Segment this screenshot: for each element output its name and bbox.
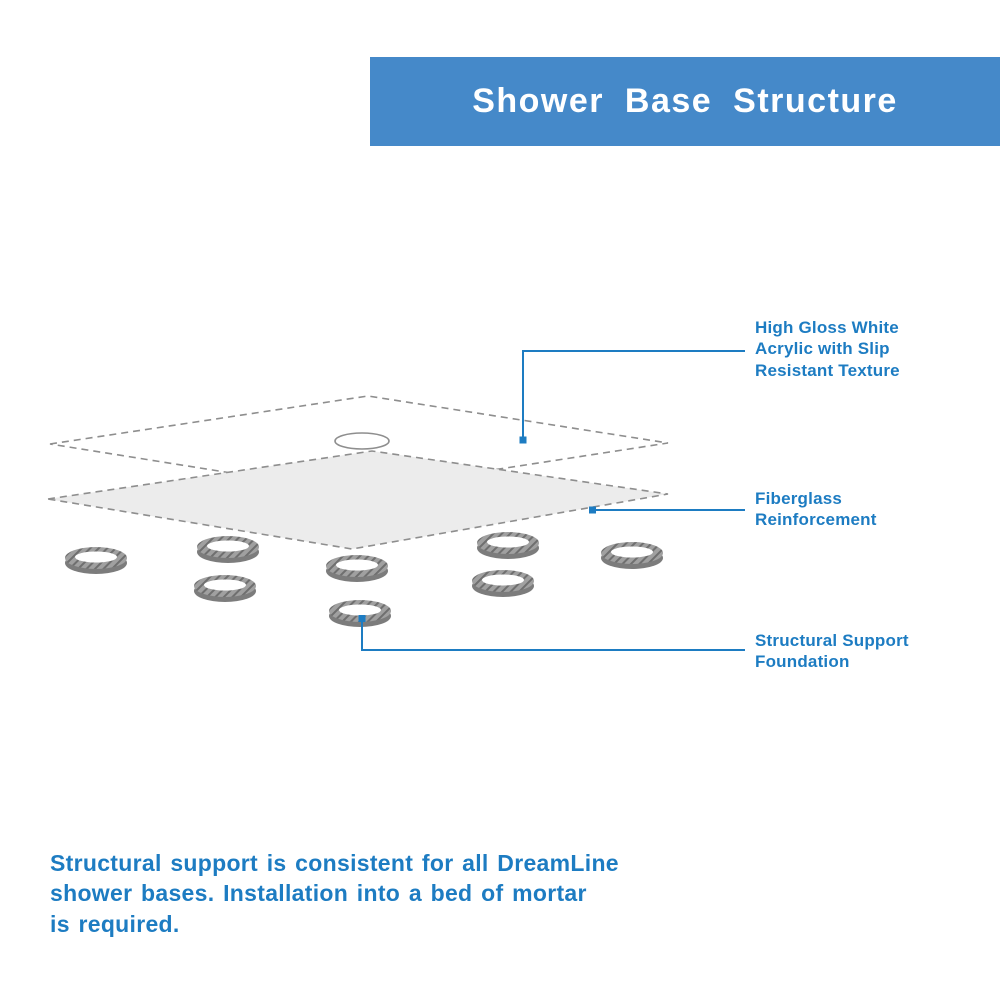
support-leader-line <box>361 621 745 651</box>
support-leader-dot <box>358 615 366 622</box>
support-ring <box>65 547 127 574</box>
fiberglass-layer <box>47 450 669 550</box>
support-ring <box>601 542 663 569</box>
fiberglass-leader-dot <box>589 506 596 514</box>
support-ring <box>197 536 259 563</box>
label-fiberglass: Fiberglass Reinforcement <box>755 489 877 530</box>
support-rings <box>65 532 663 627</box>
support-ring <box>194 575 256 602</box>
acrylic-leader-line <box>522 350 745 440</box>
acrylic-leader-dot <box>519 436 527 444</box>
label-support: Structural Support Foundation <box>755 631 909 672</box>
page-title: Shower Base Structure <box>472 82 898 120</box>
support-ring <box>477 532 539 559</box>
leader-lines <box>358 350 745 651</box>
footer-text: Structural support is consistent for all… <box>50 850 619 937</box>
support-ring <box>326 555 388 582</box>
support-ring <box>472 570 534 597</box>
support-ring <box>329 600 391 627</box>
drain-ellipse <box>334 432 390 450</box>
header-banner: Shower Base Structure <box>370 57 1000 146</box>
label-acrylic: High Gloss White Acrylic with Slip Resis… <box>755 318 900 380</box>
